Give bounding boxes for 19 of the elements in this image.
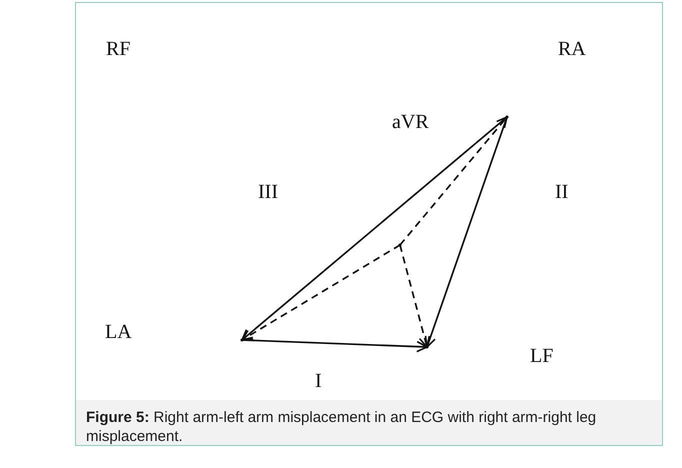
lead-label: II bbox=[555, 181, 568, 204]
lead-label: RF bbox=[106, 38, 130, 61]
lead-label: III bbox=[258, 181, 278, 204]
arrow bbox=[242, 339, 428, 352]
vector-point bbox=[425, 345, 429, 349]
vector-point bbox=[240, 338, 244, 342]
lead-label: RA bbox=[558, 38, 586, 61]
arrow bbox=[424, 116, 508, 348]
vector-point bbox=[398, 243, 402, 247]
lead-label: aVR bbox=[392, 111, 429, 134]
dashed-arrow bbox=[399, 244, 430, 348]
lead-label: I bbox=[315, 370, 322, 393]
lead-label: LA bbox=[105, 321, 132, 344]
figure-caption: Figure 5: Right arm-left arm misplacement in an ECG with right arm-right leg misplacement. bbox=[76, 400, 662, 445]
arrow bbox=[241, 116, 508, 341]
vector-point bbox=[505, 115, 509, 119]
lead-label: LF bbox=[530, 345, 554, 368]
dashed-arrow bbox=[399, 116, 508, 246]
dashed-arrow bbox=[241, 244, 400, 341]
